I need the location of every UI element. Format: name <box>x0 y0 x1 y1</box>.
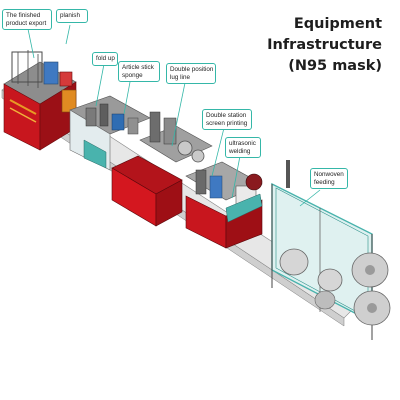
callout-text: planish <box>60 12 80 19</box>
callout-finished-product-export: The finished product export <box>2 9 52 31</box>
callout-text: Double position <box>170 66 214 73</box>
callout-nonwoven-feeding: Nonwoven feeding <box>310 168 348 190</box>
callout-text: Double station <box>206 112 247 119</box>
nonwoven-feeding-section <box>271 160 391 340</box>
title-line-2: Infrastructure <box>267 37 382 53</box>
title-line-3: (N95 mask) <box>288 58 382 74</box>
callout-text: fold up <box>96 55 115 62</box>
callout-double-position-lug-line: Double position lug line <box>166 63 216 85</box>
callout-text: welding <box>229 147 251 155</box>
callout-text: screen printing <box>206 119 248 127</box>
callout-text: Article stick <box>122 64 154 71</box>
lug-line-section <box>139 111 213 163</box>
diagram-title: Equipment Infrastructure (N95 mask) <box>267 14 382 77</box>
callout-text: Nonwoven <box>314 171 344 178</box>
title-line-1: Equipment <box>293 16 382 32</box>
callout-fold-up: fold up <box>92 52 118 66</box>
screen-printing-welding-section <box>185 161 263 249</box>
callout-text: feeding <box>314 178 335 186</box>
callout-double-station-screen-printing: Double station screen printing <box>202 109 252 131</box>
callout-text: sponge <box>122 71 143 79</box>
red-control-cabinet <box>111 155 183 227</box>
callout-ultrasonic-welding: ultrasonic welding <box>225 137 261 159</box>
callout-article-stick-sponge: Article stick sponge <box>118 61 160 83</box>
callout-text: product export <box>6 19 47 27</box>
export-section <box>3 50 77 151</box>
callout-leader-lines <box>27 24 321 207</box>
callout-text: ultrasonic <box>229 140 256 147</box>
callout-planish: planish <box>56 9 88 23</box>
fold-sponge-section <box>69 95 151 171</box>
callout-text: The finished <box>6 12 41 19</box>
callout-text: lug line <box>170 73 190 81</box>
